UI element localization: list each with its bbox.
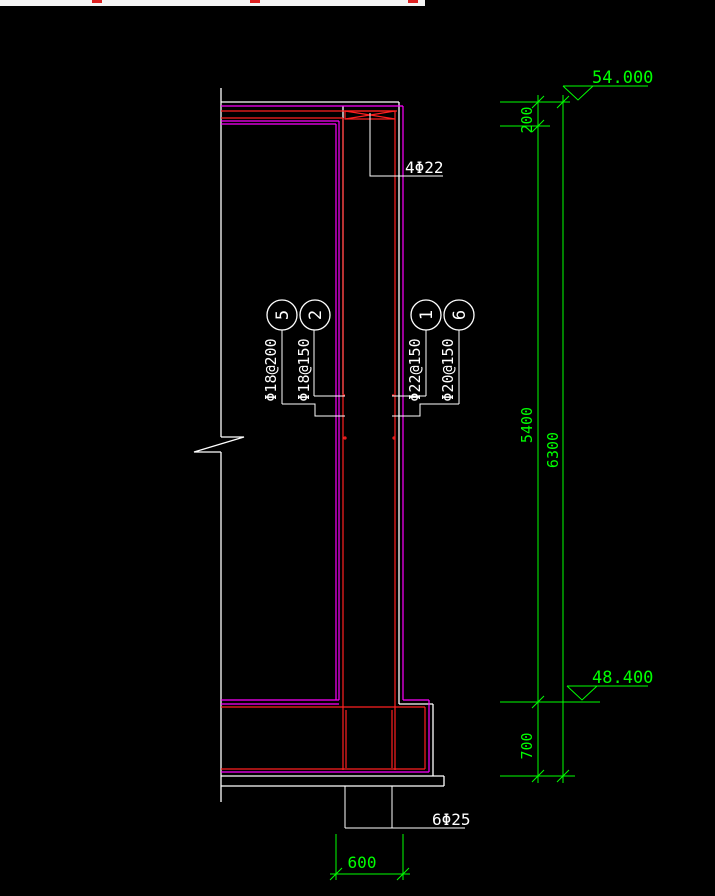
callout-spec-6: Φ20@150 <box>439 338 457 401</box>
dimension-lines <box>329 85 648 881</box>
dimension-6300: 6300 <box>544 432 562 468</box>
callout-bubble-1 <box>410 299 442 331</box>
rebar-lines <box>221 110 426 770</box>
bottom-bar-label: 6Φ25 <box>432 810 471 829</box>
elevation-bottom: 48.400 <box>592 668 653 688</box>
toolbar-strip <box>0 0 425 6</box>
callout-number-5: 5 <box>273 310 293 320</box>
callout-leaders <box>281 113 465 829</box>
callout-bubble-5 <box>266 299 298 331</box>
window-top-strip <box>0 0 715 6</box>
dimension-700: 700 <box>518 732 536 759</box>
callout-number-1: 1 <box>417 310 437 320</box>
callout-spec-5: Φ18@200 <box>262 338 280 401</box>
slab-concrete-lines <box>221 105 430 773</box>
callout-bubbles <box>266 299 475 331</box>
dimension-200: 200 <box>518 106 536 133</box>
elevation-top: 54.000 <box>592 68 653 88</box>
toolbar-marker <box>250 0 260 3</box>
callout-spec-2: Φ18@150 <box>295 338 313 401</box>
dimension-5400: 5400 <box>518 407 536 443</box>
top-bar-label: 4Φ22 <box>405 158 444 177</box>
toolbar-marker <box>408 0 418 3</box>
callout-number-6: 6 <box>450 310 470 320</box>
callout-bubble-6 <box>443 299 475 331</box>
dimension-600: 600 <box>348 853 377 872</box>
callout-bubble-2 <box>299 299 331 331</box>
callout-number-2: 2 <box>306 310 326 320</box>
callout-spec-1: Φ22@150 <box>406 338 424 401</box>
toolbar-marker <box>92 0 102 3</box>
wall-outline <box>193 88 445 802</box>
